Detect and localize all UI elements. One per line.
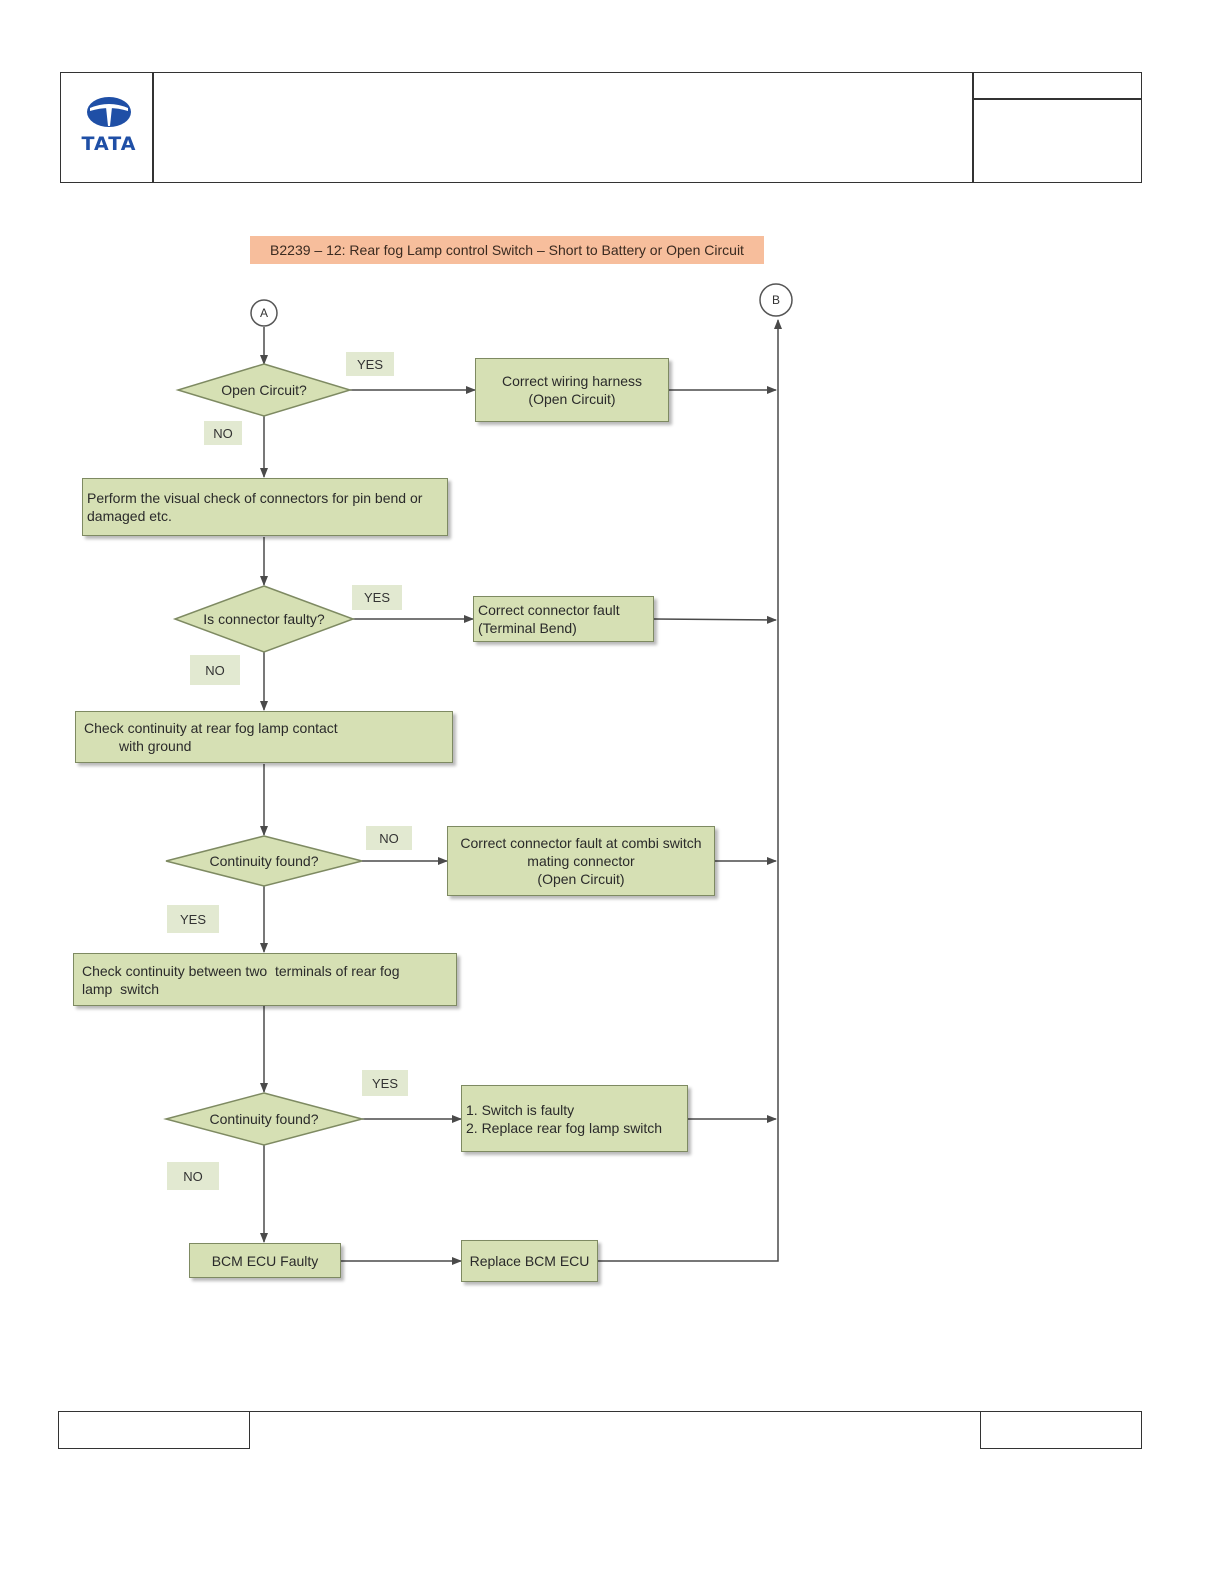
- return-line-to-b: [598, 319, 782, 1262]
- label-d3-yes: YES: [167, 905, 219, 933]
- header-right-split: [972, 98, 1142, 100]
- tata-emblem-icon: [87, 97, 131, 127]
- connector-a-label: A: [259, 306, 268, 320]
- label-d2-yes: YES: [352, 585, 402, 610]
- connector-b-circle: [759, 283, 793, 317]
- label-d1-yes: YES: [346, 352, 394, 376]
- footer-left-box: [58, 1411, 250, 1449]
- result-replace-bcm-ecu: Replace BCM ECU: [461, 1240, 598, 1282]
- header-right-divider: [972, 72, 974, 183]
- decision-open-circuit: [175, 363, 353, 417]
- step-check-continuity-ground: Check continuity at rear fog lamp contac…: [75, 711, 453, 763]
- result-correct-combi-switch-connector: Correct connector fault at combi switch …: [447, 826, 715, 896]
- connector-b-label: B: [771, 293, 780, 307]
- label-d3-no: NO: [366, 826, 412, 850]
- step-check-continuity-terminals: Check continuity between two terminals o…: [73, 953, 457, 1006]
- logo-wordmark: TATA: [81, 133, 137, 155]
- label-d1-no: NO: [204, 421, 242, 445]
- tata-logo: TATA: [76, 96, 142, 156]
- result-correct-wiring-harness: Correct wiring harness (Open Circuit): [475, 358, 669, 422]
- result-correct-connector-fault: Correct connector fault (Terminal Bend): [473, 596, 654, 642]
- label-d4-yes: YES: [362, 1070, 408, 1096]
- diagram-title: B2239 – 12: Rear fog Lamp control Switch…: [250, 236, 764, 264]
- header-frame: [60, 72, 1142, 183]
- arrow-r2-to-return: [653, 615, 777, 624]
- connector-a-circle: [250, 299, 278, 327]
- decision-connector-faulty: [172, 585, 356, 653]
- result-switch-faulty: 1. Switch is faulty 2. Replace rear fog …: [461, 1085, 688, 1152]
- step-visual-check-connectors: Perform the visual check of connectors f…: [82, 478, 448, 536]
- decision-continuity-2: [163, 1092, 365, 1146]
- step-bcm-ecu-faulty: BCM ECU Faulty: [189, 1243, 341, 1278]
- label-d4-no: NO: [167, 1162, 219, 1190]
- decision-continuity-1: [165, 835, 363, 887]
- footer-right-box: [980, 1411, 1142, 1449]
- label-d2-no: NO: [190, 655, 240, 685]
- header-logo-divider: [152, 72, 154, 183]
- footer-frame: [58, 1411, 1142, 1449]
